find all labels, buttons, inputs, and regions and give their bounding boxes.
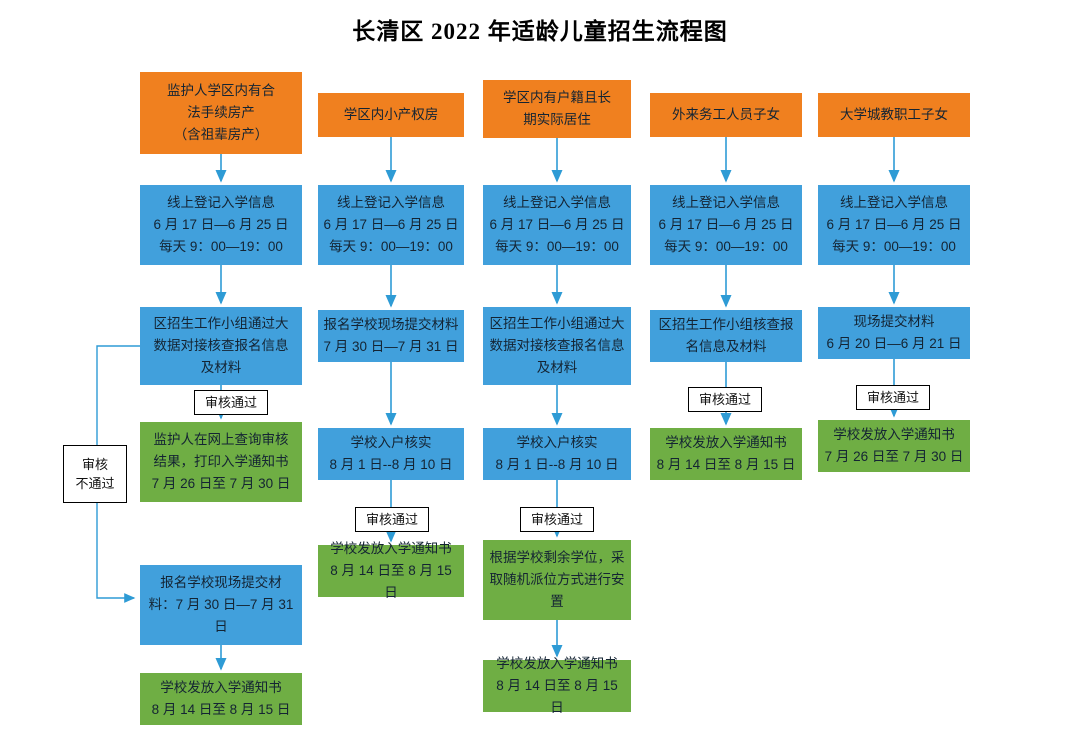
- col1-header-legal-property: 监护人学区内有合 法手续房产 （含祖辈房产）: [140, 72, 302, 154]
- col1-bigdata-verification: 区招生工作小组通过大 数据对接核查报名信息 及材料: [140, 307, 302, 385]
- col2-home-visit-verification: 学校入户核实 8 月 1 日--8 月 10 日: [318, 428, 464, 480]
- page-title: 长清区 2022 年适龄儿童招生流程图: [352, 19, 728, 44]
- col1-pass-label: 审核通过: [194, 390, 268, 415]
- col4-admission-notice: 学校发放入学通知书 8 月 14 日至 8 月 15 日: [650, 428, 802, 480]
- col3-header-household-residence: 学区内有户籍且长 期实际居住: [483, 80, 631, 138]
- col1-query-result-print-notice: 监护人在网上查询审核 结果，打印入学通知书 7 月 26 日至 7 月 30 日: [140, 422, 302, 502]
- col2-onsite-materials: 报名学校现场提交材料 7 月 30 日—7 月 31 日: [318, 310, 464, 362]
- col5-online-registration: 线上登记入学信息 6 月 17 日—6 月 25 日 每天 9：00—19：00: [818, 185, 970, 265]
- col3-pass-label: 审核通过: [520, 507, 594, 532]
- col1-online-registration: 线上登记入学信息 6 月 17 日—6 月 25 日 每天 9：00—19：00: [140, 185, 302, 265]
- col3-home-visit-verification: 学校入户核实 8 月 1 日--8 月 10 日: [483, 428, 631, 480]
- col3-admission-notice: 学校发放入学通知书 8 月 14 日至 8 月 15 日: [483, 656, 631, 715]
- col5-pass-label: 审核通过: [856, 385, 930, 410]
- col2-online-registration: 线上登记入学信息 6 月 17 日—6 月 25 日 每天 9：00—19：00: [318, 185, 464, 265]
- col1-admission-notice: 学校发放入学通知书 8 月 14 日至 8 月 15 日: [140, 673, 302, 725]
- col2-admission-notice: 学校发放入学通知书 8 月 14 日至 8 月 15 日: [318, 541, 464, 600]
- col4-group-verification: 区招生工作小组核查报 名信息及材料: [650, 310, 802, 362]
- col5-header-university-staff-children: 大学城教职工子女: [818, 93, 970, 137]
- fail-label: 审核 不通过: [63, 445, 127, 503]
- col4-online-registration: 线上登记入学信息 6 月 17 日—6 月 25 日 每天 9：00—19：00: [650, 185, 802, 265]
- col4-pass-label: 审核通过: [688, 387, 762, 412]
- col1-onsite-materials: 报名学校现场提交材 料：7 月 30 日—7 月 31 日: [140, 565, 302, 645]
- col3-random-placement: 根据学校剩余学位，采 取随机派位方式进行安 置: [483, 540, 631, 620]
- col5-onsite-materials: 现场提交材料 6 月 20 日—6 月 21 日: [818, 307, 970, 359]
- col5-admission-notice: 学校发放入学通知书 7 月 26 日至 7 月 30 日: [818, 420, 970, 472]
- col3-online-registration: 线上登记入学信息 6 月 17 日—6 月 25 日 每天 9：00—19：00: [483, 185, 631, 265]
- col2-pass-label: 审核通过: [355, 507, 429, 532]
- col2-header-small-property: 学区内小产权房: [318, 93, 464, 137]
- col4-header-migrant-workers: 外来务工人员子女: [650, 93, 802, 137]
- col3-bigdata-verification: 区招生工作小组通过大 数据对接核查报名信息 及材料: [483, 307, 631, 385]
